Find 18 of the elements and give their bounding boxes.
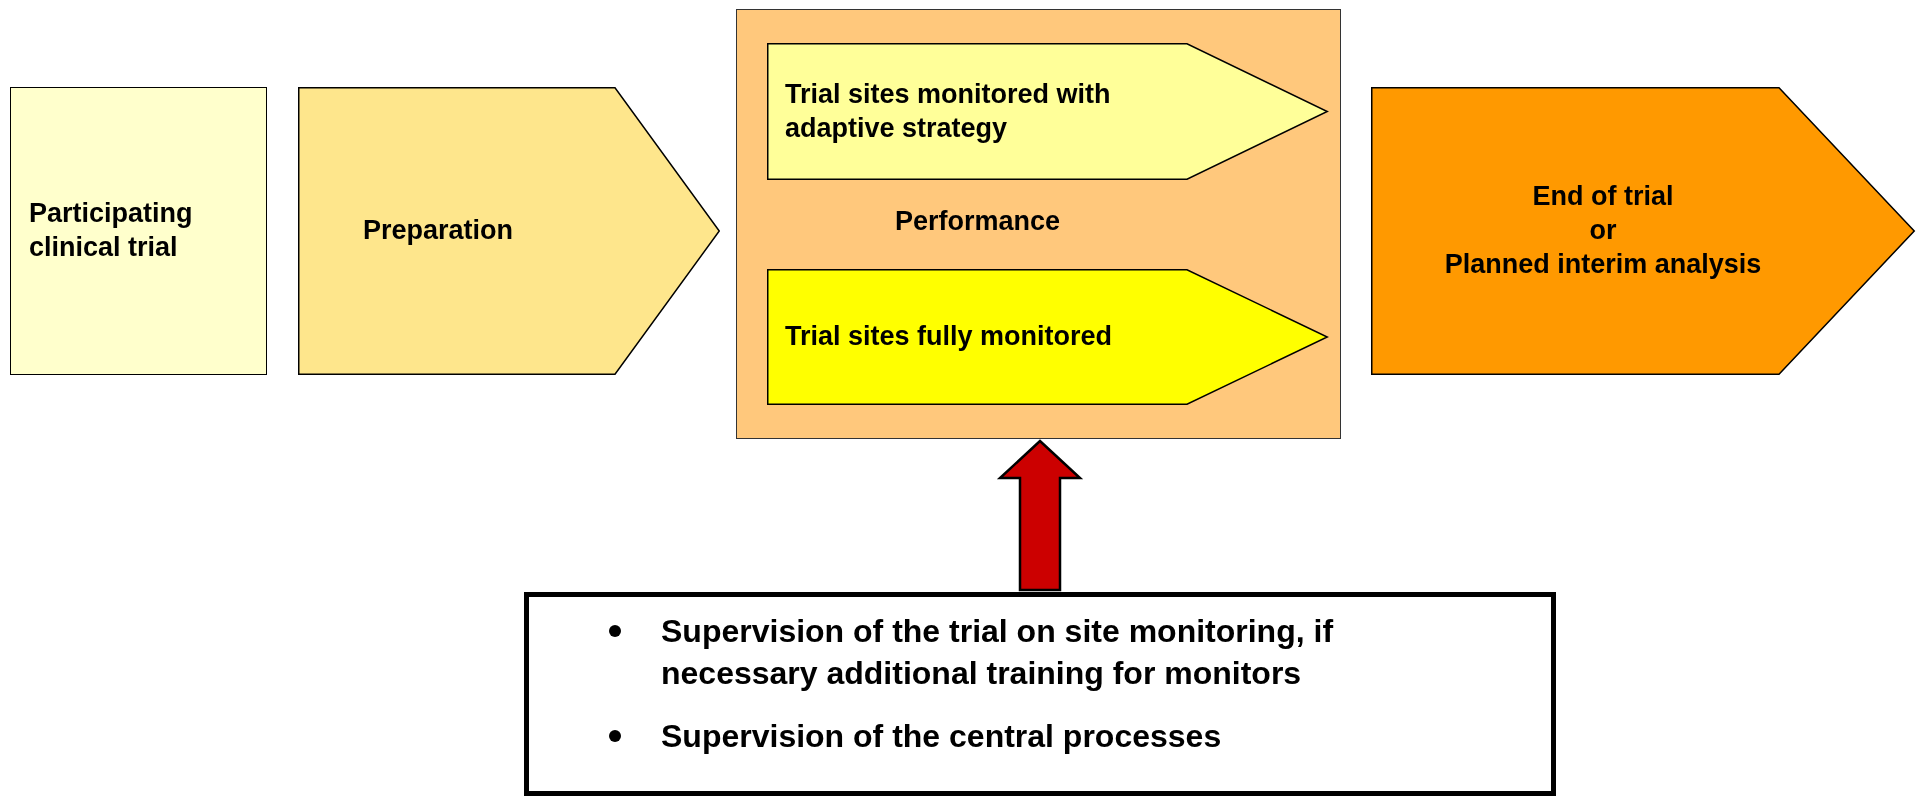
block-arrow	[996, 439, 1084, 592]
node-text: or	[1589, 214, 1617, 248]
bullet-text: Supervision of the central processes	[661, 717, 1223, 757]
node-text: End of trial	[1532, 180, 1674, 214]
chevron-shape	[767, 43, 1328, 180]
chevron-shape	[298, 87, 720, 375]
node-text: Planned interim analysis	[1444, 247, 1762, 281]
phase-panel	[736, 9, 1341, 439]
node-text: Preparation	[363, 214, 514, 248]
node-text: Trial sites fully monitored	[785, 320, 1113, 354]
bullet-text: Supervision of the trial on site monitoring, if necessary additional training for monitors	[661, 612, 1335, 693]
phase-label: Performance	[895, 206, 1061, 237]
process-box	[10, 87, 267, 375]
chevron-shape	[767, 269, 1328, 405]
node-text: Participating clinical trial	[29, 197, 194, 264]
supervision-box	[524, 592, 1556, 796]
chevron-shape	[1371, 87, 1915, 375]
node-text: Trial sites monitored with adaptive strategy	[785, 77, 1112, 145]
